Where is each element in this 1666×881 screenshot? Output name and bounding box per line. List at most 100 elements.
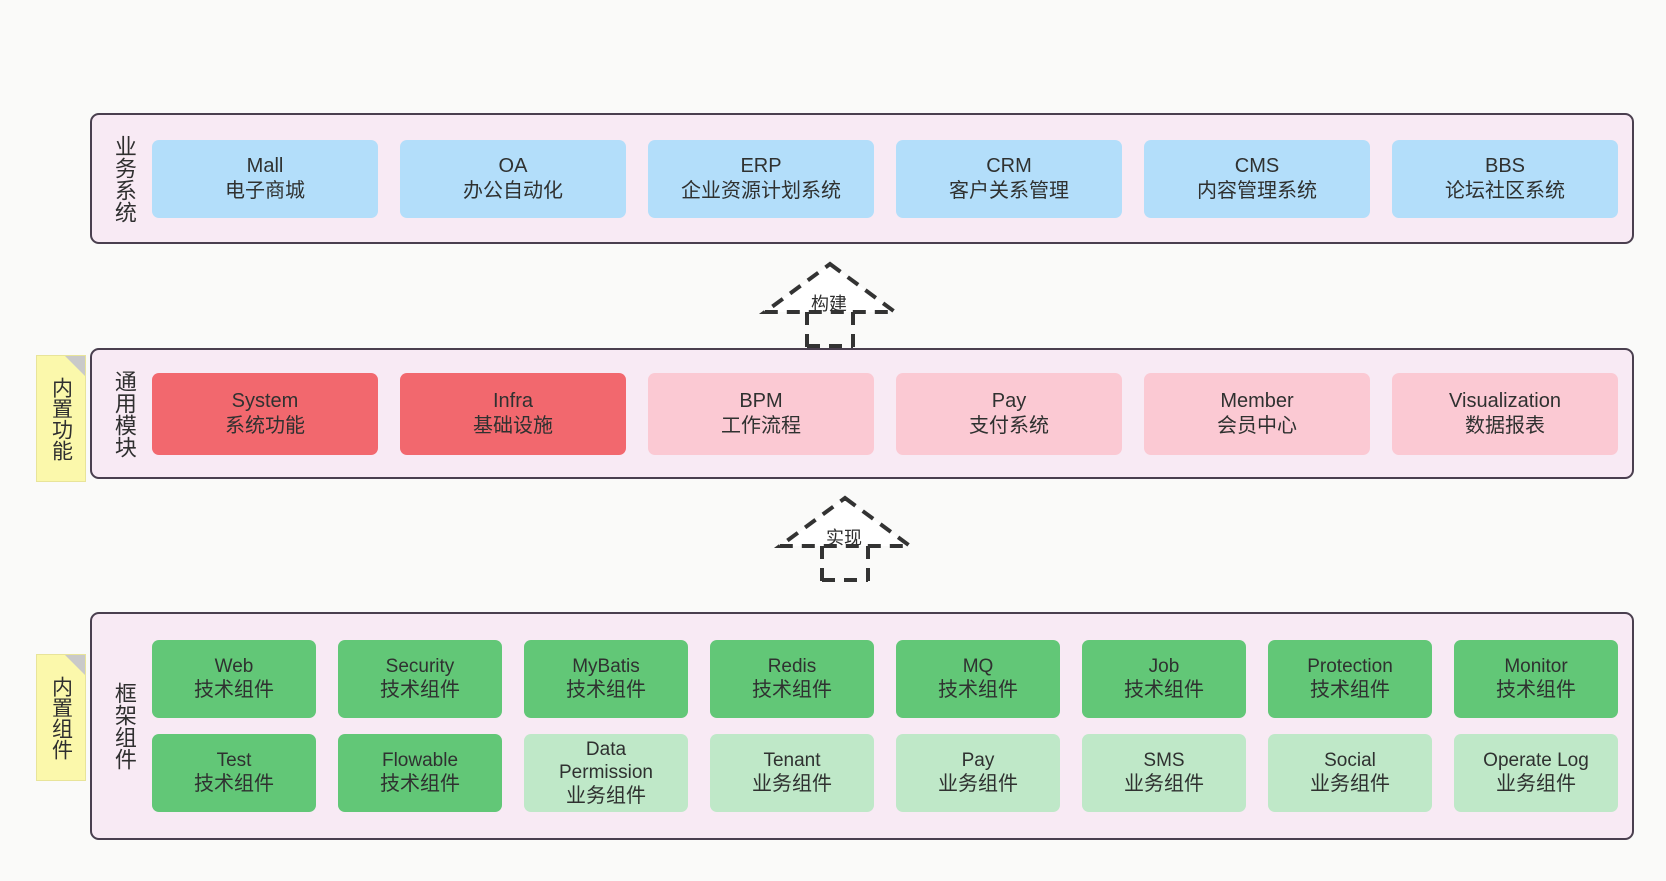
note-fold-icon (65, 655, 85, 675)
card-title: Social (1324, 750, 1376, 772)
connector-implement: 实现 (770, 492, 920, 582)
card-redis[interactable]: Redis 技术组件 (710, 640, 874, 718)
card-subtitle: 工作流程 (721, 414, 801, 437)
card-pay[interactable]: Pay 支付系统 (896, 372, 1122, 455)
card-title: SMS (1143, 750, 1185, 772)
card-subtitle: 技术组件 (194, 679, 274, 702)
card-subtitle: 系统功能 (225, 414, 305, 437)
card-subtitle: 业务组件 (1310, 773, 1390, 796)
card-pay-business[interactable]: Pay 业务组件 (896, 734, 1060, 812)
card-subtitle: 技术组件 (380, 679, 460, 702)
card-title: Operate Log (1483, 750, 1589, 772)
card-bpm[interactable]: BPM 工作流程 (648, 372, 874, 455)
card-sms[interactable]: SMS 业务组件 (1082, 734, 1246, 812)
card-test[interactable]: Test 技术组件 (152, 734, 316, 812)
sticky-note-builtin-features[interactable]: 内置功能 (36, 355, 86, 482)
card-crm[interactable]: CRM 客户关系管理 (896, 139, 1122, 218)
card-title: Web (214, 656, 254, 678)
layer-common-module[interactable]: 通用模块 System 系统功能 Infra 基础设施 BPM 工作流程 Pay… (90, 348, 1634, 479)
card-title: Pay (991, 390, 1027, 413)
card-subtitle: 技术组件 (566, 679, 646, 702)
card-title: CRM (986, 155, 1032, 178)
card-data-permission[interactable]: Data Permission 业务组件 (524, 734, 688, 812)
card-title: Test (216, 750, 252, 772)
card-title: Member (1220, 390, 1294, 413)
layer-business-system[interactable]: 业务系统 Mall 电子商城 OA 办公自动化 ERP 企业资源计划系统 CRM… (90, 113, 1634, 244)
card-bbs[interactable]: BBS 论坛社区系统 (1392, 139, 1618, 218)
sticky-note-text: 内置组件 (49, 675, 73, 760)
card-title: MyBatis (572, 656, 640, 678)
card-title: MQ (962, 656, 994, 678)
card-row: System 系统功能 Infra 基础设施 BPM 工作流程 Pay 支付系统… (152, 372, 1618, 455)
sticky-note-text: 内置功能 (49, 376, 73, 461)
card-subtitle: 办公自动化 (463, 179, 563, 202)
card-subtitle: 技术组件 (752, 679, 832, 702)
card-system[interactable]: System 系统功能 (152, 372, 378, 455)
note-fold-icon (65, 356, 85, 376)
card-flowable[interactable]: Flowable 技术组件 (338, 734, 502, 812)
connector-build-label: 构建 (811, 294, 847, 314)
card-subtitle: 基础设施 (473, 414, 553, 437)
card-subtitle: 论坛社区系统 (1445, 179, 1565, 202)
card-oa[interactable]: OA 办公自动化 (400, 139, 626, 218)
card-subtitle: 内容管理系统 (1197, 179, 1317, 202)
card-mq[interactable]: MQ 技术组件 (896, 640, 1060, 718)
card-title: CMS (1234, 155, 1280, 178)
card-title: ERP (740, 155, 782, 178)
card-subtitle: 业务组件 (1124, 773, 1204, 796)
card-subtitle: 业务组件 (752, 773, 832, 796)
layer-body-business: Mall 电子商城 OA 办公自动化 ERP 企业资源计划系统 CRM 客户关系… (148, 115, 1632, 242)
card-subtitle: 数据报表 (1465, 414, 1545, 437)
layer-framework-components[interactable]: 框架组件 Web 技术组件 Security 技术组件 MyBatis 技术组件… (90, 612, 1634, 840)
card-title: Visualization (1449, 390, 1561, 413)
card-infra[interactable]: Infra 基础设施 (400, 372, 626, 455)
card-protection[interactable]: Protection 技术组件 (1268, 640, 1432, 718)
sticky-note-builtin-components[interactable]: 内置组件 (36, 654, 86, 781)
card-member[interactable]: Member 会员中心 (1144, 372, 1370, 455)
card-mybatis[interactable]: MyBatis 技术组件 (524, 640, 688, 718)
card-subtitle: 技术组件 (380, 773, 460, 796)
layer-label-framework: 框架组件 (111, 682, 137, 770)
connector-build-arrow-icon (758, 261, 902, 348)
layer-body-framework: Web 技术组件 Security 技术组件 MyBatis 技术组件 Redi… (148, 614, 1632, 838)
card-title: Mall (246, 155, 284, 178)
card-row-business: Test 技术组件 Flowable 技术组件 Data Permission … (152, 734, 1618, 812)
layer-label-business: 业务系统 (111, 134, 137, 223)
card-subtitle: 技术组件 (1124, 679, 1204, 702)
card-web[interactable]: Web 技术组件 (152, 640, 316, 718)
card-visualization[interactable]: Visualization 数据报表 (1392, 372, 1618, 455)
card-title: Tenant (763, 750, 821, 772)
card-title: Infra (492, 390, 534, 413)
card-title: System (231, 390, 299, 413)
connector-implement-arrow-icon (773, 495, 917, 582)
card-subtitle: 技术组件 (194, 773, 274, 796)
card-title: BBS (1484, 155, 1526, 178)
connector-build: 构建 (755, 258, 905, 348)
card-subtitle: 业务组件 (566, 784, 646, 807)
card-title: Protection (1307, 656, 1393, 678)
card-title: Job (1148, 656, 1180, 678)
card-subtitle: 技术组件 (938, 679, 1018, 702)
card-tenant[interactable]: Tenant 业务组件 (710, 734, 874, 812)
card-title: Monitor (1504, 656, 1568, 678)
card-cms[interactable]: CMS 内容管理系统 (1144, 139, 1370, 218)
card-title: Data Permission (559, 738, 653, 783)
layer-label-common: 通用模块 (111, 369, 137, 458)
card-row: Mall 电子商城 OA 办公自动化 ERP 企业资源计划系统 CRM 客户关系… (152, 139, 1618, 218)
card-row-technical: Web 技术组件 Security 技术组件 MyBatis 技术组件 Redi… (152, 640, 1618, 718)
card-monitor[interactable]: Monitor 技术组件 (1454, 640, 1618, 718)
card-subtitle: 技术组件 (1310, 679, 1390, 702)
card-erp[interactable]: ERP 企业资源计划系统 (648, 139, 874, 218)
card-title: Security (385, 656, 455, 678)
card-subtitle: 电子商城 (225, 179, 305, 202)
card-security[interactable]: Security 技术组件 (338, 640, 502, 718)
card-subtitle: 技术组件 (1496, 679, 1576, 702)
card-operate-log[interactable]: Operate Log 业务组件 (1454, 734, 1618, 812)
card-title: OA (498, 155, 528, 178)
card-job[interactable]: Job 技术组件 (1082, 640, 1246, 718)
card-subtitle: 会员中心 (1217, 414, 1297, 437)
card-subtitle: 客户关系管理 (949, 179, 1069, 202)
card-mall[interactable]: Mall 电子商城 (152, 139, 378, 218)
card-social[interactable]: Social 业务组件 (1268, 734, 1432, 812)
